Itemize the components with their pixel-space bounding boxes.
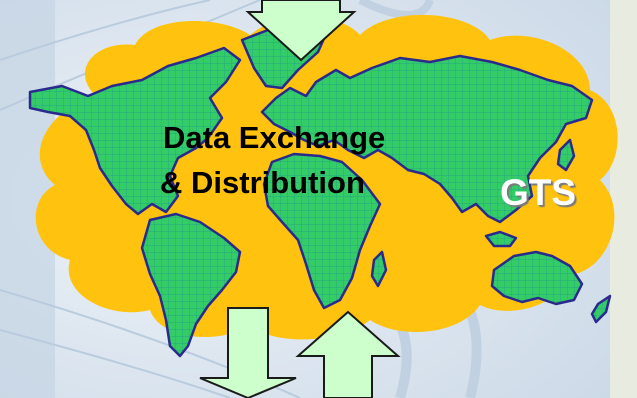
- arrow-down-top-icon: [245, 0, 357, 62]
- africa: [262, 152, 382, 310]
- arrow-down-bottom-icon: [199, 307, 297, 398]
- center-label-line2: & Distribution: [160, 165, 365, 200]
- arrow-up-bottom-icon: [295, 310, 401, 398]
- network-label: GTS: [500, 172, 577, 213]
- south-america: [140, 212, 242, 358]
- arrows: [199, 0, 401, 398]
- japan: [556, 138, 576, 172]
- north-america: [28, 46, 242, 216]
- center-label-line1: Data Exchange: [163, 120, 386, 155]
- world-map: [28, 28, 612, 358]
- new-zealand: [590, 294, 612, 324]
- eurasia: [260, 54, 594, 224]
- indonesia: [484, 230, 518, 248]
- madagascar: [370, 250, 388, 288]
- australia: [490, 250, 584, 306]
